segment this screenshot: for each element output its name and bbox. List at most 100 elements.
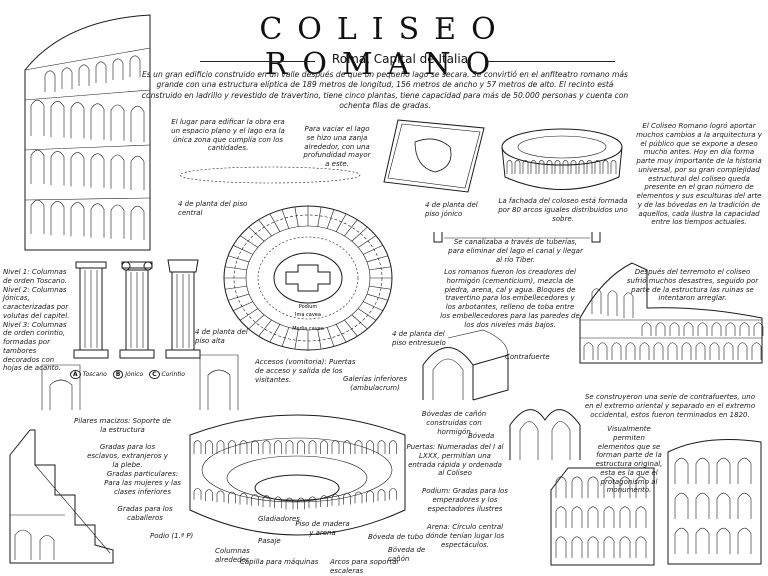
arch — [639, 342, 650, 360]
arch — [110, 204, 125, 239]
arch — [716, 527, 731, 554]
arch — [697, 322, 708, 336]
groin-vault-illustration — [509, 409, 581, 460]
note-drain: Para vaciar el lago se hizo una zanja al… — [303, 125, 371, 168]
arch — [130, 205, 145, 240]
plan-radial-wall — [294, 329, 299, 350]
arch — [389, 440, 397, 454]
plan-radial-wall — [357, 235, 377, 248]
arch — [555, 506, 567, 528]
arch — [635, 476, 647, 498]
arch — [695, 492, 710, 519]
arch — [251, 494, 259, 506]
arch — [530, 160, 537, 174]
arch — [587, 506, 599, 528]
arch — [110, 104, 125, 141]
note-earthquake: Después del terremoto el coliseo sufrió … — [626, 268, 759, 303]
label-bottom-arena: Bóveda de tubo — [368, 533, 424, 541]
plan-radial-wall — [248, 314, 265, 330]
arch — [737, 492, 752, 519]
arch — [90, 103, 105, 140]
arch — [331, 440, 340, 454]
arch — [655, 322, 666, 336]
arch — [674, 492, 689, 519]
arch — [239, 440, 248, 454]
plan-radial-wall — [326, 327, 335, 347]
plan-radial-wall — [258, 319, 272, 337]
plan-radial-wall — [233, 301, 253, 311]
arch — [587, 476, 599, 498]
arch — [753, 322, 764, 336]
colosseum-floor-plan: Podium Ima cavea Media cavea — [223, 205, 393, 351]
arcade-remains-illustration — [550, 467, 655, 566]
plan-radial-wall — [233, 245, 253, 255]
note-floor4-left: 4 de planta del piso central — [178, 200, 248, 217]
elliptical-structure-illustration — [501, 128, 623, 190]
plan-radial-wall — [366, 293, 388, 301]
arch — [320, 495, 328, 507]
arch — [129, 55, 141, 77]
site-plan-sketch — [383, 119, 485, 193]
note-floor4-mid: 4 de planta del piso jónico — [425, 201, 478, 218]
note-water: Se canalizaba a través de tuberías, para… — [448, 238, 583, 264]
arch — [737, 342, 748, 360]
arch — [619, 476, 631, 498]
arch — [205, 489, 213, 501]
title-rule-right — [485, 61, 615, 62]
barrel-vault-illustration — [422, 329, 509, 401]
arch — [239, 492, 248, 505]
arch — [78, 64, 90, 86]
arch — [562, 160, 569, 174]
arch — [354, 440, 363, 454]
plan-radial-wall — [224, 285, 247, 290]
arch — [571, 536, 583, 558]
arch — [285, 497, 294, 510]
arch — [603, 506, 615, 528]
plan-label-ima: Ima cavea — [295, 312, 321, 318]
plan-radial-wall — [363, 245, 383, 255]
arch — [377, 489, 386, 501]
plan-radial-wall — [351, 226, 368, 242]
note-materials: Los romanos fueron los creadores del hor… — [440, 268, 580, 329]
arch — [602, 160, 609, 174]
arch — [610, 160, 617, 174]
section-cutaway-sketch — [9, 429, 114, 564]
page-title: COLISEO ROMANO — [259, 12, 511, 82]
water-channel-icon — [433, 232, 601, 243]
plan-radial-wall — [335, 213, 347, 232]
arch — [274, 440, 282, 454]
plan-radial-wall — [224, 266, 247, 271]
arch — [570, 160, 577, 174]
arch — [578, 160, 585, 174]
label-arena-floor: Piso de madera y arena — [295, 520, 350, 537]
plan-label-podium: Podium — [299, 304, 318, 310]
arch — [669, 322, 680, 336]
arch — [193, 488, 202, 500]
arch — [110, 154, 125, 189]
arch — [591, 288, 602, 314]
arch — [737, 527, 752, 554]
arch — [653, 342, 664, 360]
arch — [70, 202, 85, 237]
arch — [739, 322, 750, 336]
arch — [711, 322, 722, 336]
plan-radial-wall — [294, 206, 299, 227]
arch — [716, 492, 731, 519]
arch — [716, 457, 731, 484]
note-restoration: Se construyeron una serie de contrafuert… — [584, 393, 756, 419]
arch — [70, 152, 85, 187]
arcade-elevation-sketch — [41, 354, 239, 410]
plan-radial-wall — [239, 235, 259, 248]
arch — [571, 506, 583, 528]
plan-radial-wall — [239, 308, 259, 321]
plan-label-media: Media cavea — [292, 326, 324, 332]
arch — [635, 536, 647, 558]
ruined-wall-illustration — [667, 439, 762, 565]
page-subtitle: Roma, Capital de Italia — [331, 52, 469, 66]
plan-radial-wall — [281, 327, 290, 347]
arch — [216, 490, 225, 503]
arch — [603, 476, 615, 498]
arch — [308, 496, 317, 509]
plan-radial-wall — [363, 301, 383, 311]
arch — [522, 160, 529, 174]
